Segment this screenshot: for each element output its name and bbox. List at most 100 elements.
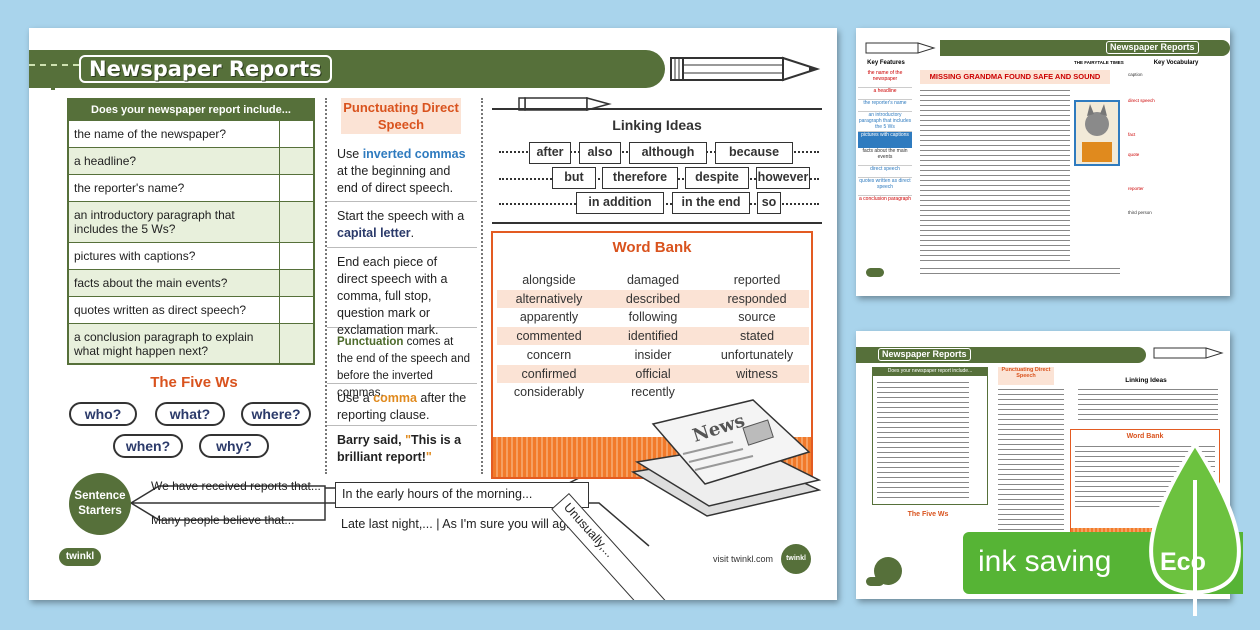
pencil-icon: [1153, 347, 1224, 359]
leaf-icon: [1149, 440, 1241, 616]
link-word: so: [757, 192, 781, 214]
feature: direct speech: [858, 166, 912, 178]
checklist-item: quotes written as direct speech?: [74, 303, 247, 317]
five-ws-title: The Five Ws: [150, 374, 238, 391]
w-word-where: where?: [241, 402, 311, 426]
vocab-item: direct speech: [1128, 98, 1155, 103]
linking-title: Linking Ideas: [1125, 377, 1167, 384]
punct-rule-1: Use inverted commas at the beginning and…: [327, 140, 477, 202]
checkbox[interactable]: [279, 324, 313, 363]
vocab-list: caption direct speech fact quote reporte…: [1128, 72, 1226, 232]
link-word: in addition: [576, 192, 664, 214]
preview-sheet-2: Newspaper Reports Key Features the name …: [856, 28, 1230, 296]
link-word: in the end: [672, 192, 750, 214]
checklist-row: an introductory paragraph that includes …: [69, 201, 313, 242]
checklist-item: the reporter's name?: [74, 181, 185, 195]
feature: facts about the main events: [858, 148, 912, 166]
five-ws-title: The Five Ws: [907, 511, 949, 518]
pencil-icon: [865, 42, 936, 54]
vocab-item: quote: [1128, 152, 1140, 157]
feature: a conclusion paragraph: [859, 196, 911, 202]
checklist-header: Does your newspaper report include...: [873, 368, 987, 376]
link-word: therefore: [602, 167, 678, 189]
word-bank-title: Word Bank: [1126, 433, 1164, 440]
eco-badge: Eco: [1160, 548, 1206, 576]
punctuating-title: Punctuating Direct Speech: [341, 98, 461, 134]
checkbox[interactable]: [279, 175, 313, 201]
feature: an introductory paragraph that includes …: [858, 112, 912, 132]
checklist-item: pictures with captions?: [74, 249, 196, 263]
link-word: because: [715, 142, 793, 164]
checklist-lines: [877, 382, 969, 500]
feature-list: the name of the newspaper a headline the…: [858, 70, 912, 210]
checklist-row: the name of the newspaper?: [69, 120, 313, 147]
linking-lines: [1078, 389, 1218, 423]
feature: the reporter's name: [858, 100, 912, 112]
checklist: Does your newspaper report include... th…: [67, 98, 315, 365]
feature: a headline: [858, 88, 912, 100]
main-worksheet: Newspaper Reports Does your newspaper re…: [29, 28, 837, 600]
vocab-item: caption: [1128, 72, 1143, 77]
checkbox[interactable]: [279, 270, 313, 296]
checklist-row: facts about the main events?: [69, 269, 313, 296]
punctuation-term: Punctuation: [337, 336, 404, 348]
punct-lines: [998, 389, 1064, 539]
checklist-row: the reporter's name?: [69, 174, 313, 201]
visit-link[interactable]: visit twinkl.com: [713, 554, 774, 564]
starter-label-2: Starters: [78, 505, 122, 517]
w-word-what: what?: [155, 402, 225, 426]
checkbox[interactable]: [279, 297, 313, 323]
key-features-title: Key Features: [867, 60, 905, 66]
punct-rule-4: Punctuation comes at the end of the spee…: [327, 328, 477, 399]
link-word: despite: [685, 167, 749, 189]
vocab-item: fact: [1128, 132, 1136, 137]
page-title: Newspaper Reports: [79, 55, 332, 83]
column-divider: [481, 98, 483, 474]
page-title: Newspaper Reports: [878, 348, 971, 361]
checklist-row: a conclusion paragraph to explain what m…: [69, 323, 313, 363]
link-word: although: [629, 142, 707, 164]
twinkl-logo: twinkl: [59, 548, 101, 566]
link-word: but: [552, 167, 596, 189]
linking-ideas-box: Linking Ideas: [492, 108, 822, 224]
checkbox[interactable]: [279, 121, 313, 147]
inverted-commas-term: inverted commas: [362, 147, 466, 161]
pencil-icon: [670, 56, 821, 82]
page-title: Newspaper Reports: [1106, 41, 1199, 54]
punctuating-list: Use inverted commas at the beginning and…: [327, 140, 477, 472]
sentence-starters-label: Sentence Starters: [69, 473, 131, 535]
article-text: [920, 268, 1120, 278]
checklist-item: the name of the newspaper?: [74, 127, 227, 141]
link-word: however: [756, 167, 810, 189]
title-stripe: [29, 64, 79, 74]
checkbox[interactable]: [279, 202, 313, 242]
paper-name: THE FAIRYTALE TIMES: [1074, 60, 1124, 65]
linking-ideas-title: Linking Ideas: [612, 117, 702, 133]
mini-checklist: Does your newspaper report include...: [872, 367, 988, 505]
divider: [51, 88, 55, 90]
starter-2: Many people believe that...: [151, 513, 295, 527]
w-word-when: when?: [113, 434, 183, 458]
punct-rule-3: End each piece of direct speech with a c…: [327, 248, 477, 337]
twinkl-logo: [866, 268, 884, 277]
feature: pictures with captions: [858, 132, 912, 148]
checkbox[interactable]: [279, 148, 313, 174]
starter-separator: |: [436, 517, 443, 531]
key-vocab-title: Key Vocabulary: [1153, 60, 1199, 66]
checkbox[interactable]: [279, 243, 313, 269]
link-word: also: [579, 142, 621, 164]
vocab-item: reporter: [1128, 186, 1144, 191]
title-bar: Newspaper Reports: [29, 50, 665, 88]
checklist-row: pictures with captions?: [69, 242, 313, 269]
w-word-why: why?: [199, 434, 269, 458]
pencil-icon: [518, 97, 612, 111]
checklist-item: a headline?: [69, 148, 279, 174]
article-text: [920, 90, 1070, 264]
w-word-who: who?: [69, 402, 137, 426]
